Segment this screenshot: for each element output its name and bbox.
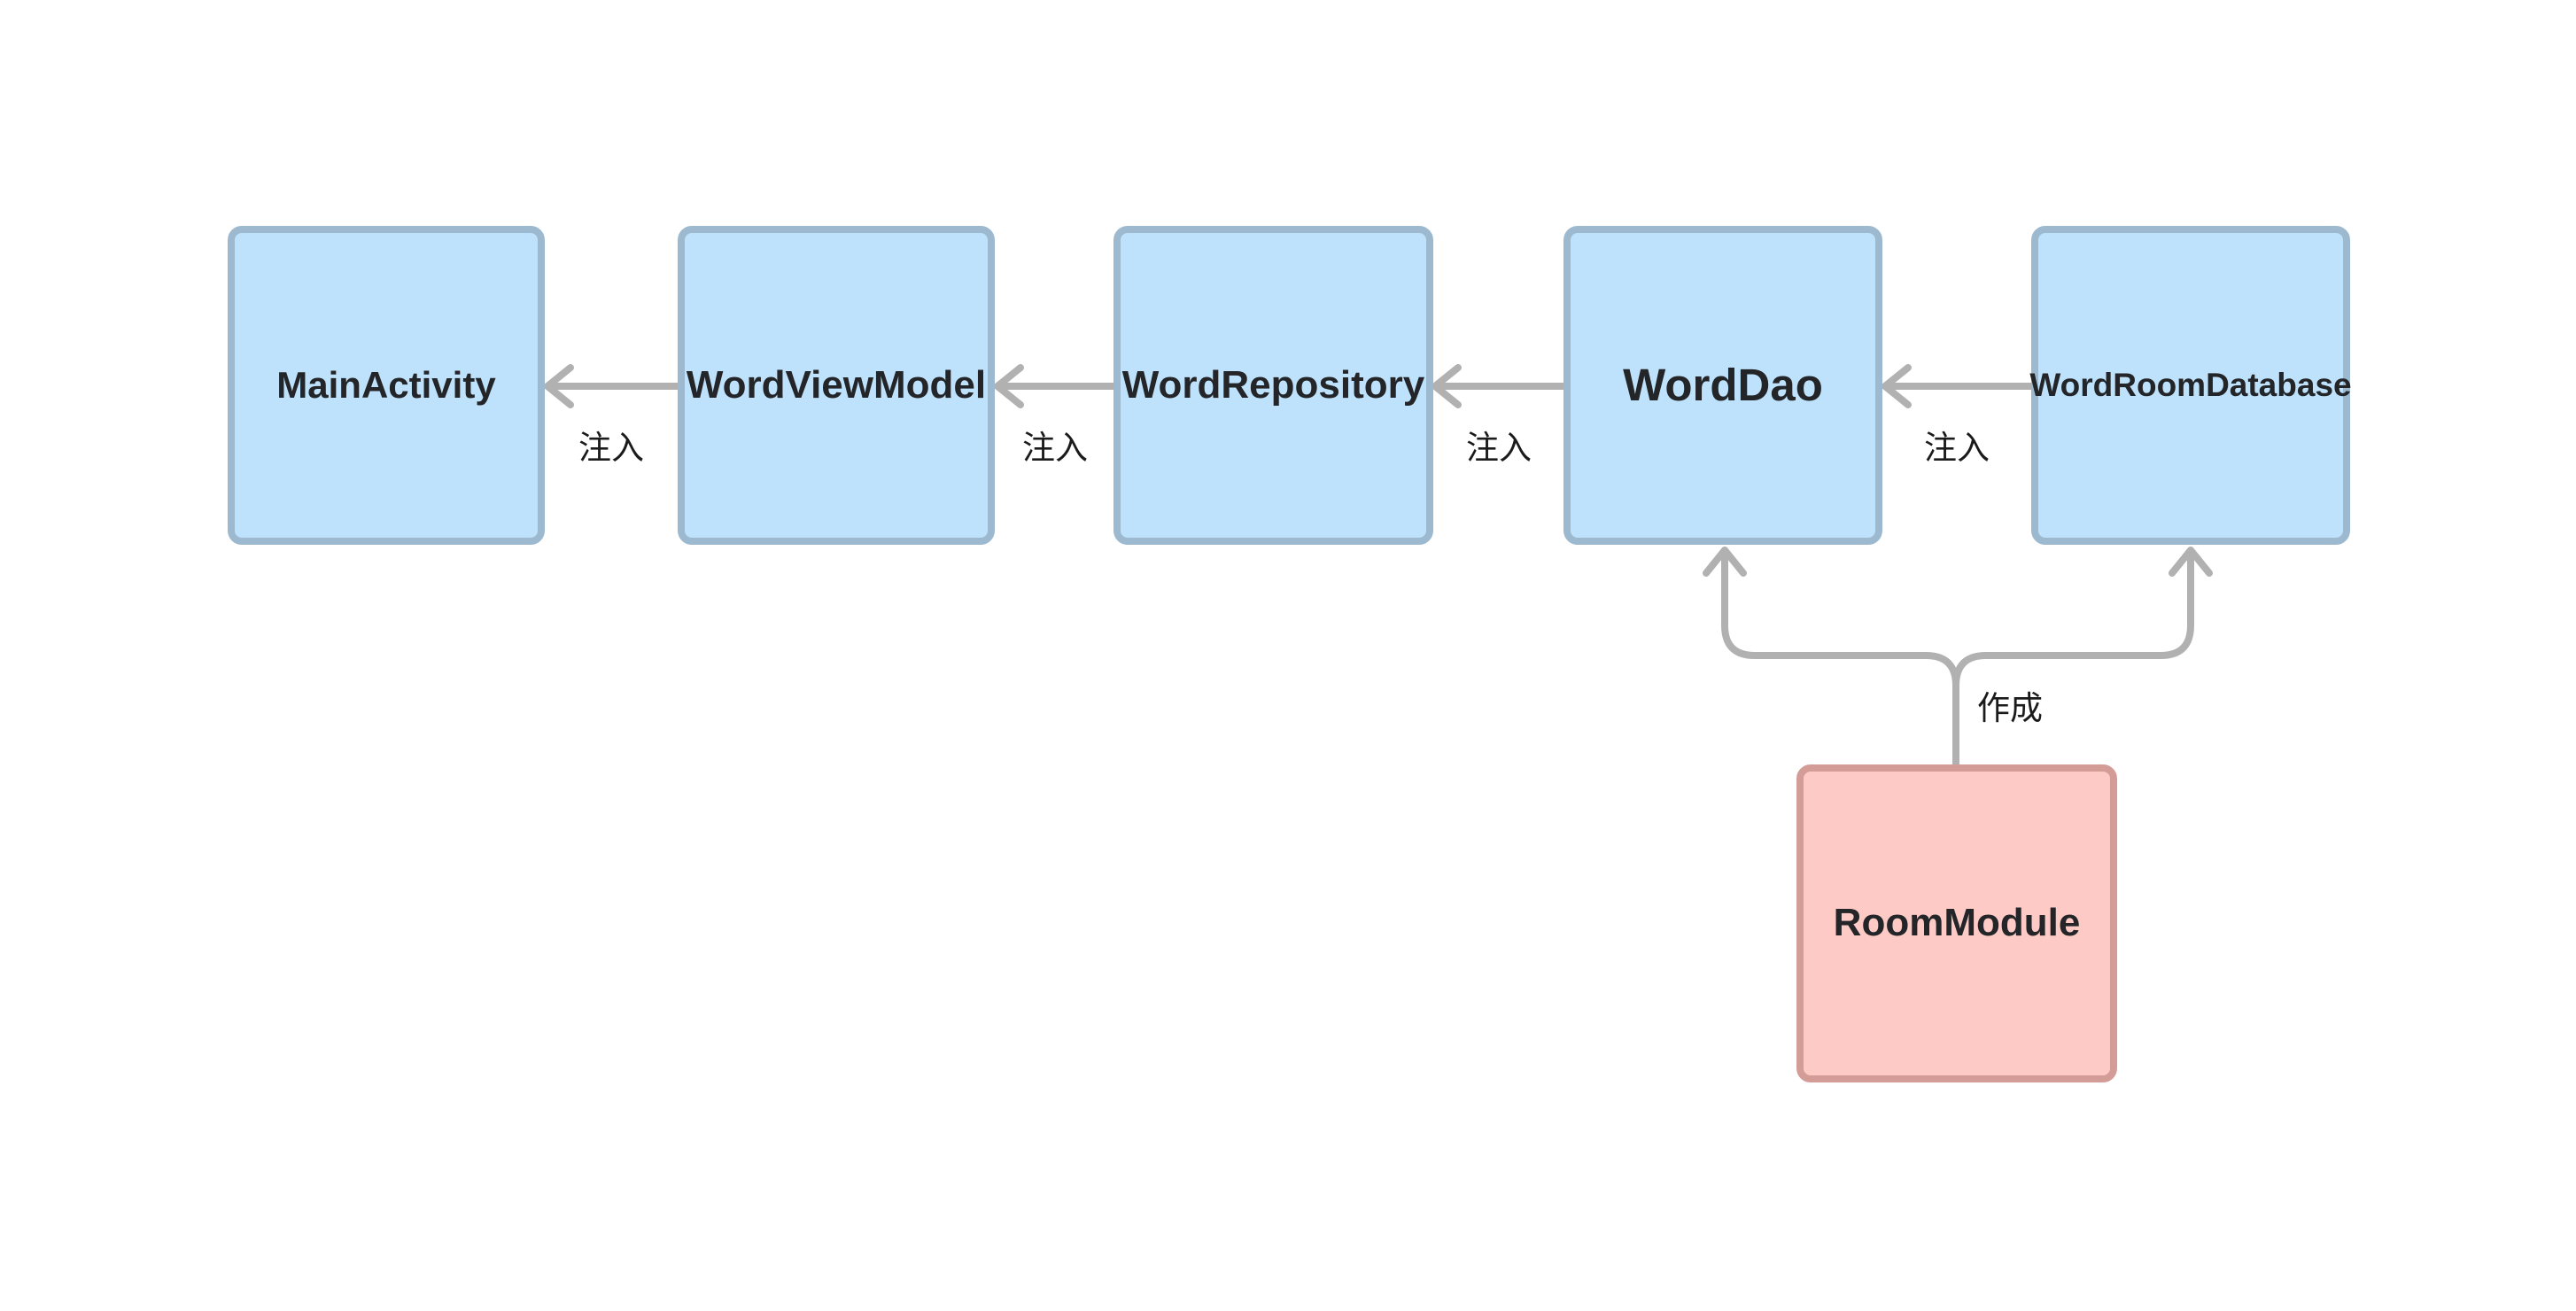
arrowhead-up-icon xyxy=(2169,547,2213,577)
arrowhead-left-icon xyxy=(1882,364,1912,408)
node-wordrepository: WordRepository xyxy=(1113,226,1433,545)
connector-path xyxy=(1721,553,1959,768)
edge-label-inject-1: 注入 xyxy=(578,430,644,466)
node-wordroomdatabase: WordRoomDatabase xyxy=(2029,226,2352,545)
edge-inject-wordroomdatabase-to-worddao xyxy=(1882,364,2035,408)
edge-create-roommodule-to-wordroomdatabase xyxy=(1952,547,2213,768)
node-wordviewmodel: WordViewModel xyxy=(678,226,995,545)
edge-inject-wordviewmodel-to-mainactivity xyxy=(544,364,681,408)
node-worddao: WordDao xyxy=(1563,226,1882,545)
arrowhead-left-icon xyxy=(1432,364,1462,408)
edge-label-inject-2: 注入 xyxy=(1022,430,1088,466)
edge-label-inject-4: 注入 xyxy=(1924,430,1990,466)
node-roommodule: RoomModule xyxy=(1796,764,2117,1082)
node-label: MainActivity xyxy=(276,363,496,406)
edge-create-roommodule-to-worddao xyxy=(1703,547,1959,768)
node-label: WordDao xyxy=(1623,359,1823,410)
arrowhead-up-icon xyxy=(1703,547,1747,577)
edge-inject-worddao-to-wordrepository xyxy=(1432,364,1567,408)
arrowhead-left-icon xyxy=(994,364,1024,408)
edge-label-create: 作成 xyxy=(1977,690,2043,726)
edge-label-inject-3: 注入 xyxy=(1466,430,1532,466)
node-mainactivity: MainActivity xyxy=(228,226,545,545)
node-label: WordRoomDatabase xyxy=(2029,366,2352,403)
edge-inject-wordrepository-to-wordviewmodel xyxy=(994,364,1117,408)
node-label: WordRepository xyxy=(1121,362,1425,407)
node-label: WordViewModel xyxy=(686,362,987,407)
node-label: RoomModule xyxy=(1833,901,2081,945)
arrowhead-left-icon xyxy=(544,364,574,408)
connector-path xyxy=(1952,553,2194,768)
